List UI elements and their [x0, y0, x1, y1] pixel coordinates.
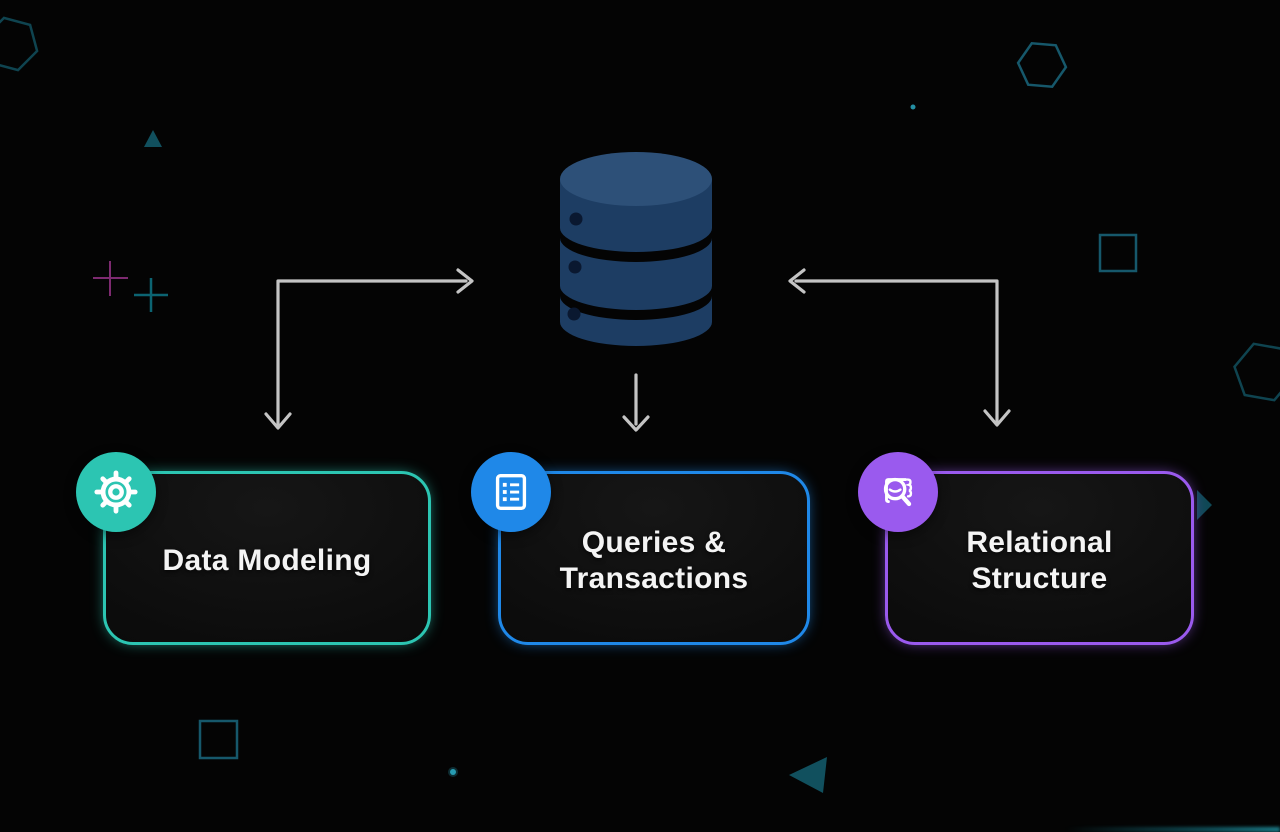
card-title-line: Structure: [971, 562, 1108, 595]
bottom-right-glow: [1065, 827, 1280, 832]
card-title: Data Modeling: [163, 543, 372, 579]
connector-left: [264, 268, 474, 430]
badge-circle: [858, 452, 938, 532]
square-outline-right: [1098, 233, 1138, 273]
triangle-icon-small-3: [1197, 490, 1212, 520]
arrowhead-down-icon: [622, 415, 650, 432]
database-dot-1: [569, 212, 583, 226]
dot-teal-top: [910, 104, 916, 110]
badge-circle: [76, 452, 156, 532]
square-outline-bottom-left: [198, 719, 239, 760]
arrowhead-down-icon: [983, 409, 1011, 427]
arrowhead-down-icon: [264, 412, 292, 430]
arrowhead-left-icon: [788, 268, 806, 294]
card-data-modeling: Data Modeling: [76, 452, 431, 645]
plus-icon-teal: [134, 278, 168, 312]
triangle-icon-left: [789, 757, 827, 793]
card-queries-transactions: Queries & Transactions: [471, 452, 810, 645]
gear-icon: [94, 470, 138, 514]
triangle-icon-up: [144, 130, 162, 147]
database-icon: [560, 152, 712, 346]
dot-teal-bottom: [450, 769, 456, 775]
connector-middle: [622, 373, 650, 432]
card-title-line: Relational: [966, 526, 1113, 559]
card-title-line: Transactions: [559, 562, 749, 595]
connector-right: [788, 268, 1011, 427]
hexagon-outline-right-edge: [1233, 342, 1280, 402]
database-dot-3: [567, 307, 581, 321]
badge-circle: [471, 452, 551, 532]
card-title-line: Queries &: [581, 526, 727, 559]
hexagon-outline-top-right: [1016, 41, 1068, 89]
plus-icon-magenta: [93, 261, 128, 296]
connector-arrows: [264, 268, 1011, 432]
checklist-icon: [495, 474, 527, 510]
decor-outline-group: [0, 16, 1280, 760]
arrowhead-right-icon: [456, 268, 474, 294]
card-title: Queries & Transactions: [560, 525, 749, 597]
database-dot-2: [568, 260, 582, 274]
card-title: Relational Structure: [966, 525, 1112, 597]
card-relational-structure: Relational Structure: [858, 452, 1194, 645]
hexagon-outline-top-left: [0, 16, 39, 72]
magnifier-document-icon: [883, 477, 913, 507]
card-title-line: Data Modeling: [162, 544, 372, 577]
